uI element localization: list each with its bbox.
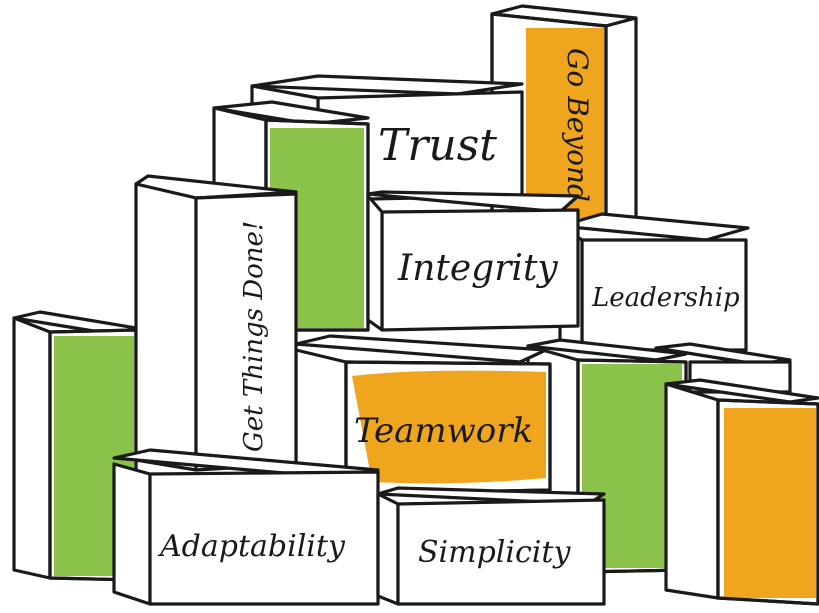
block-adaptability: Adaptability [112,448,380,606]
orange-paint-right [724,408,816,598]
block-label: Simplicity [418,535,571,570]
block-label: Adaptability [157,529,346,564]
block-orange-right [664,378,819,606]
block-label: Leadership [591,283,740,313]
orange-paint-go-beyond [526,28,604,218]
block-get-things-done: Get Things Done! [134,174,298,472]
block-label: Go Beyond [561,48,594,202]
orange-paint-teamwork [352,370,546,484]
block-simplicity: Simplicity [376,486,606,606]
block-label: Get Things Done! [239,221,269,452]
block-integrity: Integrity [366,190,580,332]
block-label: Teamwork [354,411,533,451]
block-label: Integrity [397,248,558,289]
block-label: Trust [378,120,497,171]
block-leadership: Leadership [558,212,750,352]
